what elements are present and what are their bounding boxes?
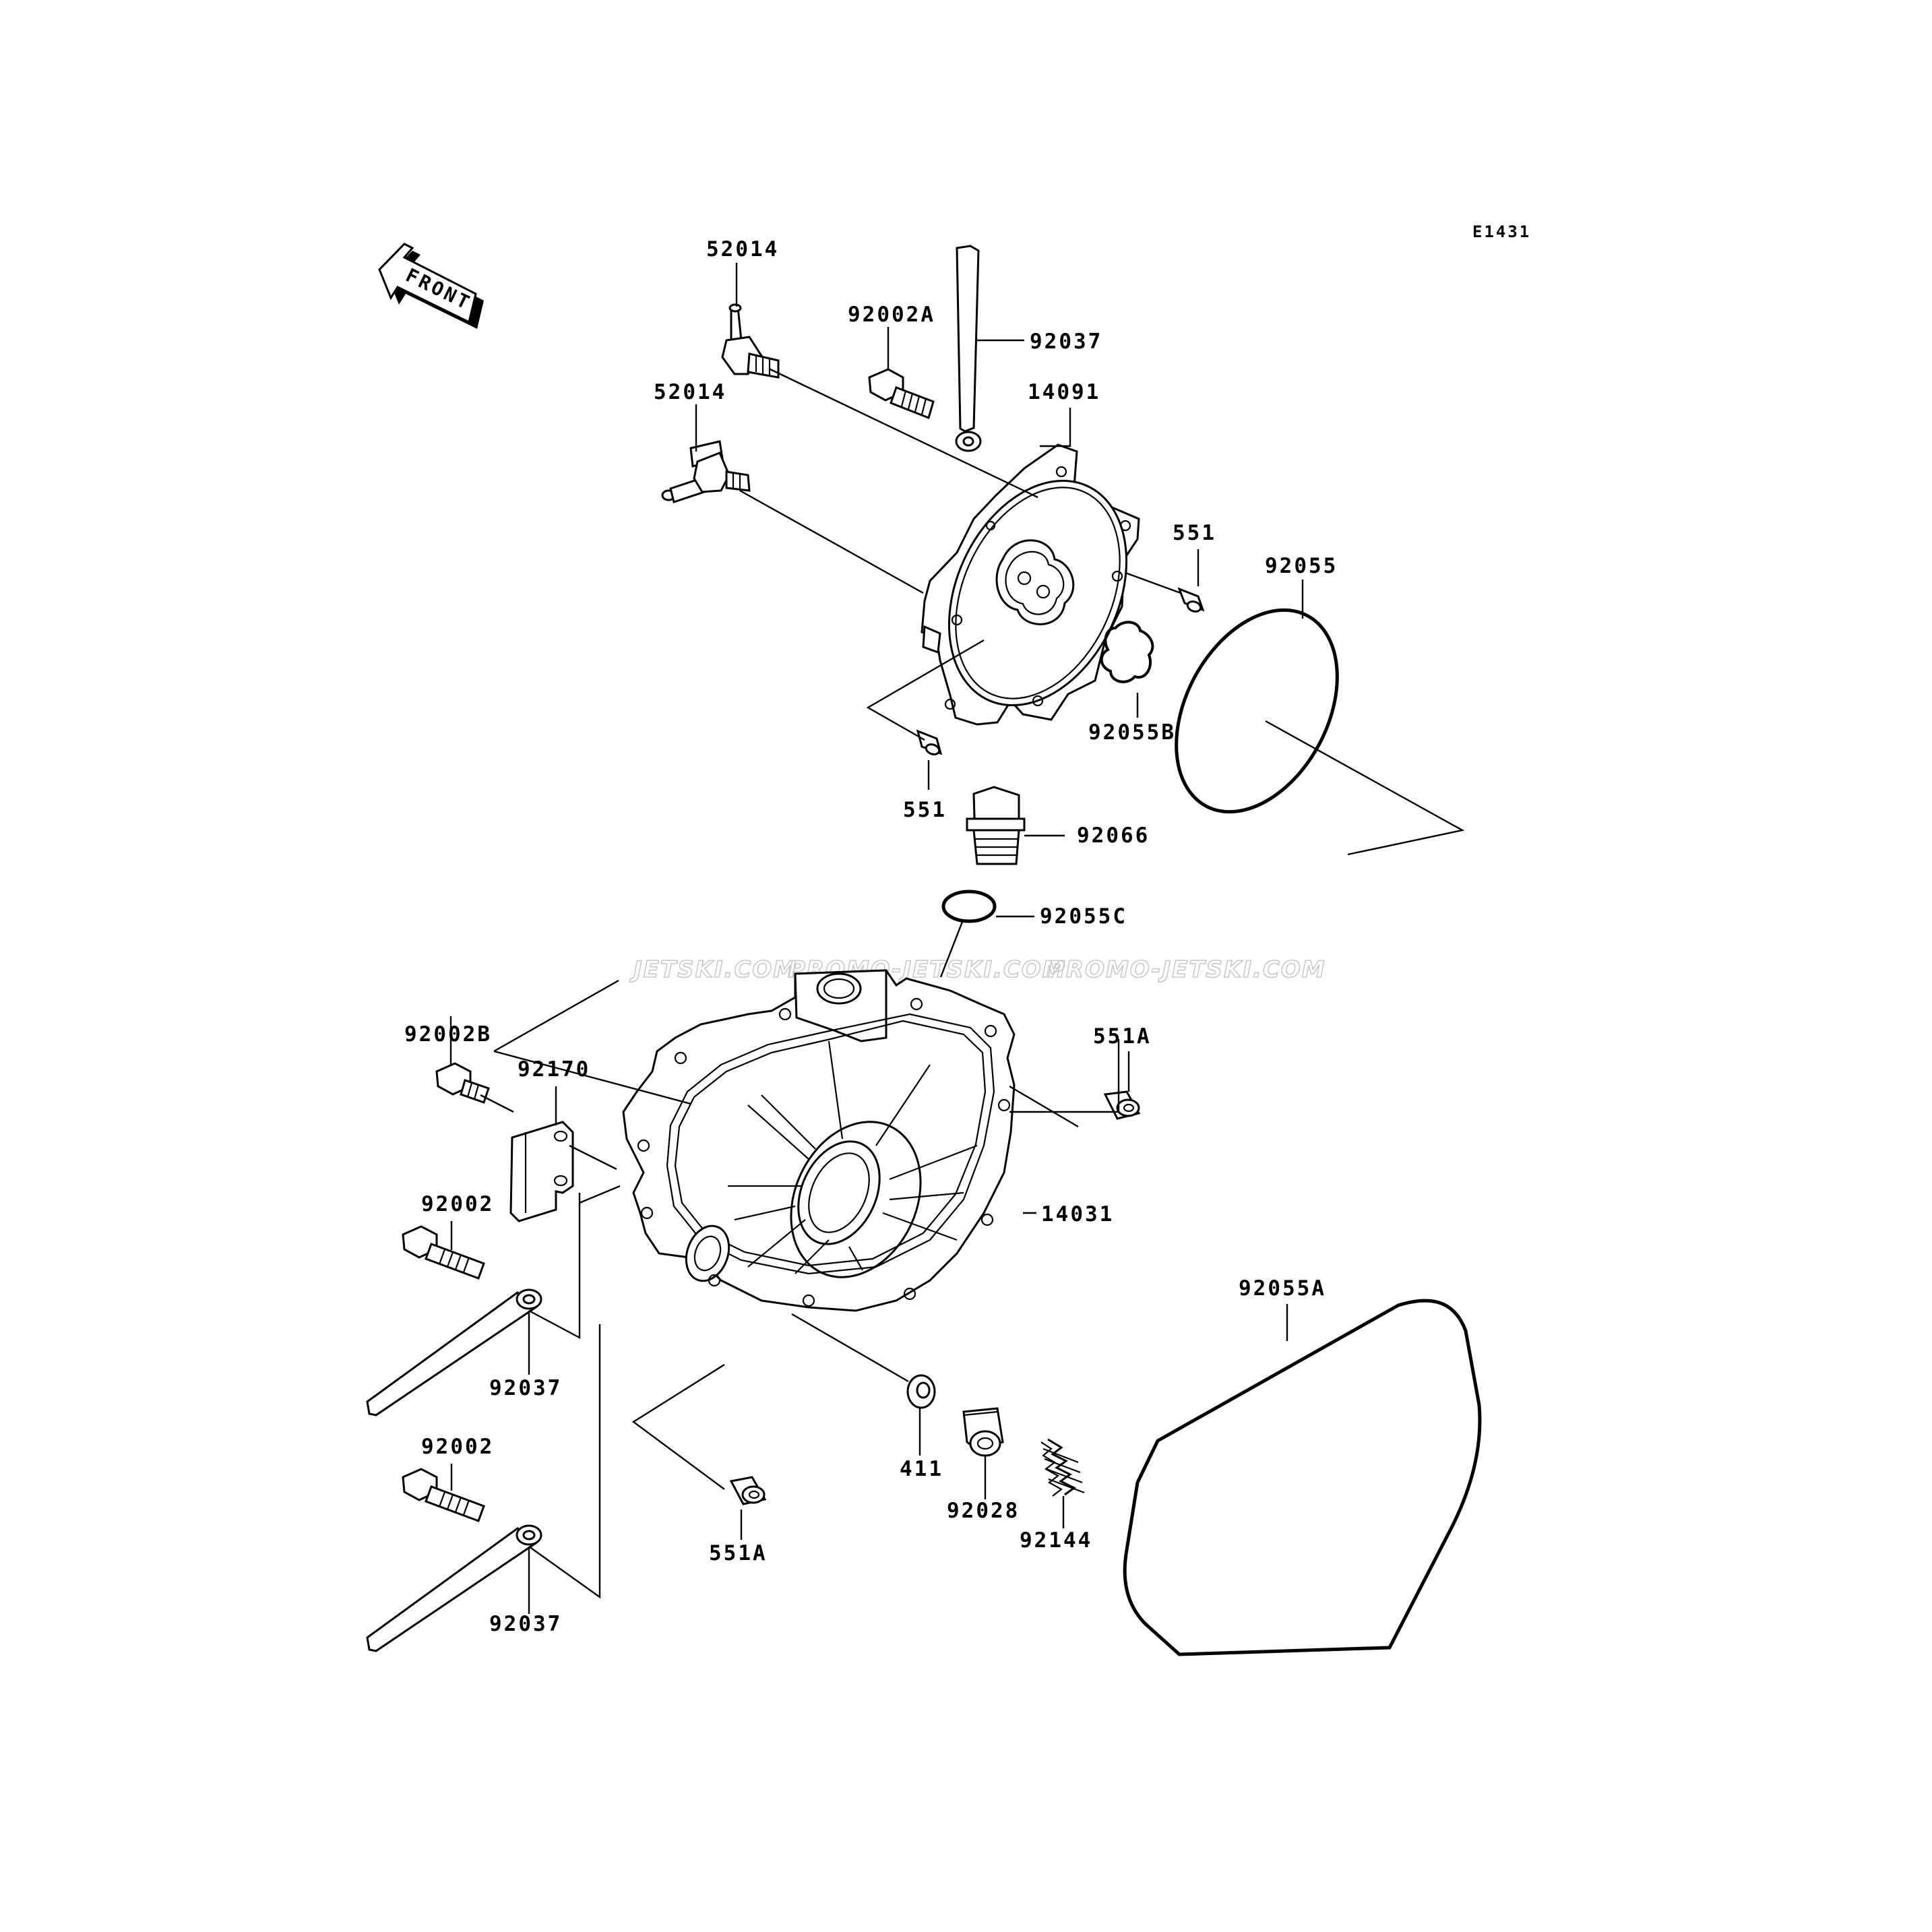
dowel-551-left	[916, 729, 943, 755]
oring-92055	[1175, 608, 1339, 814]
label-92055B: 92055B	[1088, 720, 1176, 745]
label-14031: 14031	[1041, 1202, 1114, 1226]
washer-411	[906, 1374, 936, 1409]
watermark-3: PROMO-JETSKI.COM	[1048, 956, 1326, 983]
label-92170: 92170	[518, 1057, 590, 1082]
label-92002B: 92002B	[404, 1022, 492, 1047]
strap-92037-bottom	[366, 1524, 542, 1652]
label-551-right: 551	[1173, 521, 1216, 545]
front-arrow-icon: FRONT	[378, 243, 484, 329]
label-92055C: 92055C	[1040, 904, 1127, 929]
label-92055A: 92055A	[1239, 1276, 1326, 1301]
label-52014-top: 52014	[706, 237, 779, 261]
leader-lines	[449, 263, 1465, 1614]
label-14091: 14091	[1028, 380, 1100, 404]
bolt-92002A	[868, 368, 935, 419]
label-92144: 92144	[1020, 1528, 1092, 1553]
bolt-92002B	[435, 1062, 490, 1104]
strap-92037-top	[955, 245, 982, 452]
gasket-92055A	[1123, 1299, 1482, 1656]
bush-92028	[962, 1407, 1004, 1457]
fitting-52014-top	[721, 303, 780, 379]
label-92028: 92028	[947, 1499, 1020, 1523]
label-52014-mid: 52014	[654, 380, 726, 404]
gasket-92055B	[1100, 621, 1154, 683]
label-92066: 92066	[1077, 823, 1150, 848]
label-551A-bottom: 551A	[709, 1541, 768, 1565]
label-411: 411	[900, 1457, 943, 1481]
label-551A-right: 551A	[1093, 1024, 1152, 1049]
plug-92066	[966, 786, 1026, 865]
cover-14091	[921, 443, 1140, 726]
diagram-code: E1431	[1472, 222, 1531, 241]
bolt-92002-b	[402, 1468, 485, 1522]
label-92055: 92055	[1265, 554, 1338, 578]
label-92037-bottom: 92037	[489, 1612, 562, 1636]
bracket-92170	[509, 1121, 574, 1222]
label-551-left: 551	[903, 798, 947, 822]
label-92037-top: 92037	[1030, 330, 1102, 354]
label-92002A: 92002A	[848, 303, 935, 327]
dowel-551-right	[1177, 587, 1205, 613]
strap-92037-mid	[366, 1288, 542, 1416]
oring-92055C	[941, 890, 997, 923]
fitting-52014-mid	[661, 440, 751, 503]
label-92002-b: 92002	[421, 1435, 494, 1459]
bolt-92002-a	[402, 1225, 485, 1280]
label-92037-mid: 92037	[489, 1376, 562, 1400]
housing-14031	[622, 969, 1016, 1312]
dowel-551A-right	[1103, 1090, 1141, 1120]
part-labels: 52014 52014 92002A 92037 14091 551 92055…	[404, 237, 1338, 1636]
watermark-1: JETSKI.COM	[629, 956, 797, 983]
spring-92144	[1040, 1438, 1085, 1497]
label-92002-a: 92002	[421, 1192, 494, 1216]
watermark: JETSKI.COM PROMO-JETSKI.COM PROMO-JETSKI…	[629, 956, 1326, 984]
dowel-551A-bottom	[729, 1476, 767, 1505]
